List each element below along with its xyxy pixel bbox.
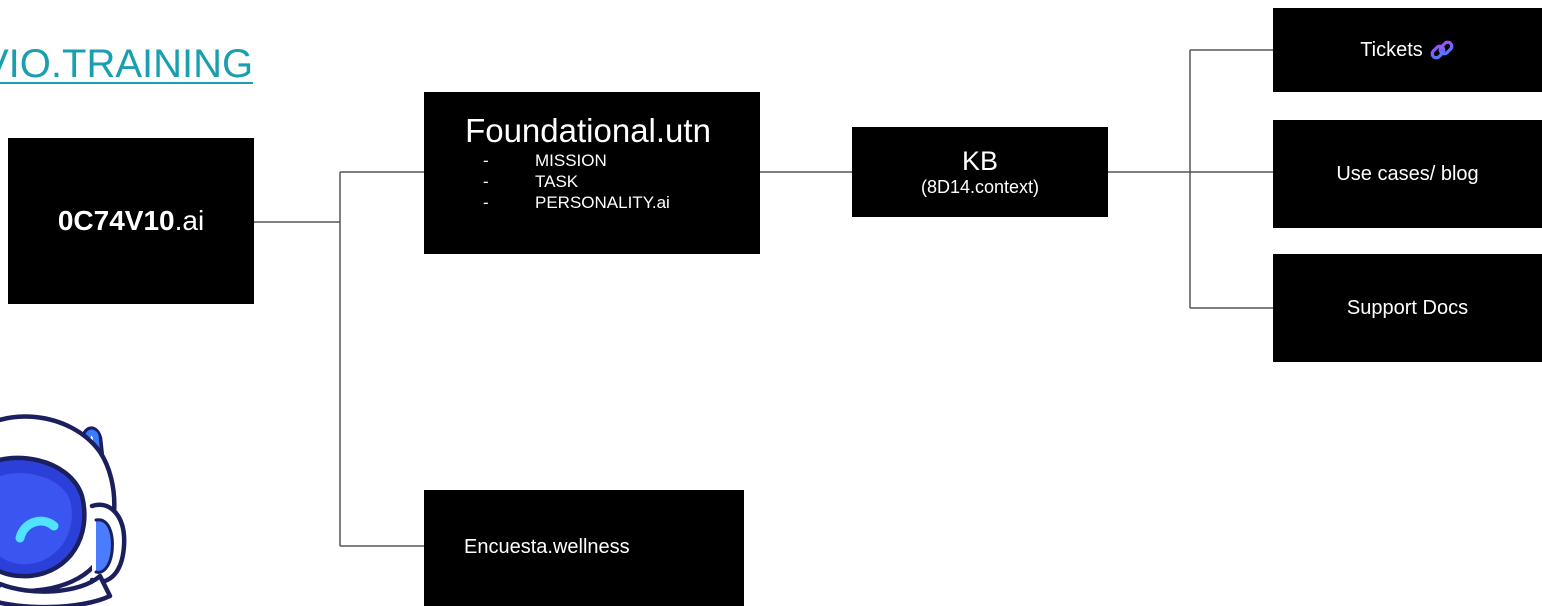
list-item: - MISSION	[424, 150, 760, 171]
node-support-docs: Support Docs	[1273, 254, 1542, 362]
node-kb-title: KB	[961, 146, 999, 176]
node-encuesta-label: Encuesta.wellness	[464, 536, 630, 558]
list-item-label: PERSONALITY.ai	[535, 193, 670, 212]
node-kb: KB (8D14.context)	[852, 127, 1108, 217]
list-item-label: MISSION	[535, 151, 607, 170]
node-encuesta: Encuesta.wellness	[424, 490, 744, 606]
node-main-label: 0C74V10.ai	[58, 205, 204, 237]
list-dash: -	[483, 151, 489, 170]
title-link[interactable]: VIO.TRAINING	[0, 42, 254, 86]
list-item: - PERSONALITY.ai	[424, 192, 760, 213]
list-dash: -	[483, 193, 489, 212]
node-kb-subtitle: (8D14.context)	[920, 177, 1040, 197]
list-item-label: TASK	[535, 172, 579, 191]
list-dash: -	[483, 172, 489, 191]
node-tickets: Tickets	[1273, 8, 1542, 92]
node-main: 0C74V10.ai	[8, 138, 254, 304]
list-item: - TASK	[424, 171, 760, 192]
node-main-label-bold: 0C74V10	[57, 205, 175, 236]
node-support-docs-label: Support Docs	[1346, 296, 1469, 319]
node-foundational-title: Foundational.utn	[465, 112, 711, 149]
node-use-cases-label: Use cases/ blog	[1336, 162, 1479, 185]
node-use-cases: Use cases/ blog	[1273, 120, 1542, 228]
node-foundational-list: - MISSION - TASK - PERSONALITY.ai	[424, 150, 760, 213]
robot-astronaut-icon	[0, 414, 127, 606]
link-icon[interactable]	[1429, 37, 1455, 63]
node-foundational: Foundational.utn - MISSION - TASK - PERSONA…	[424, 92, 760, 254]
node-tickets-label: Tickets	[1360, 38, 1423, 61]
node-main-label-rest: .ai	[174, 205, 205, 236]
